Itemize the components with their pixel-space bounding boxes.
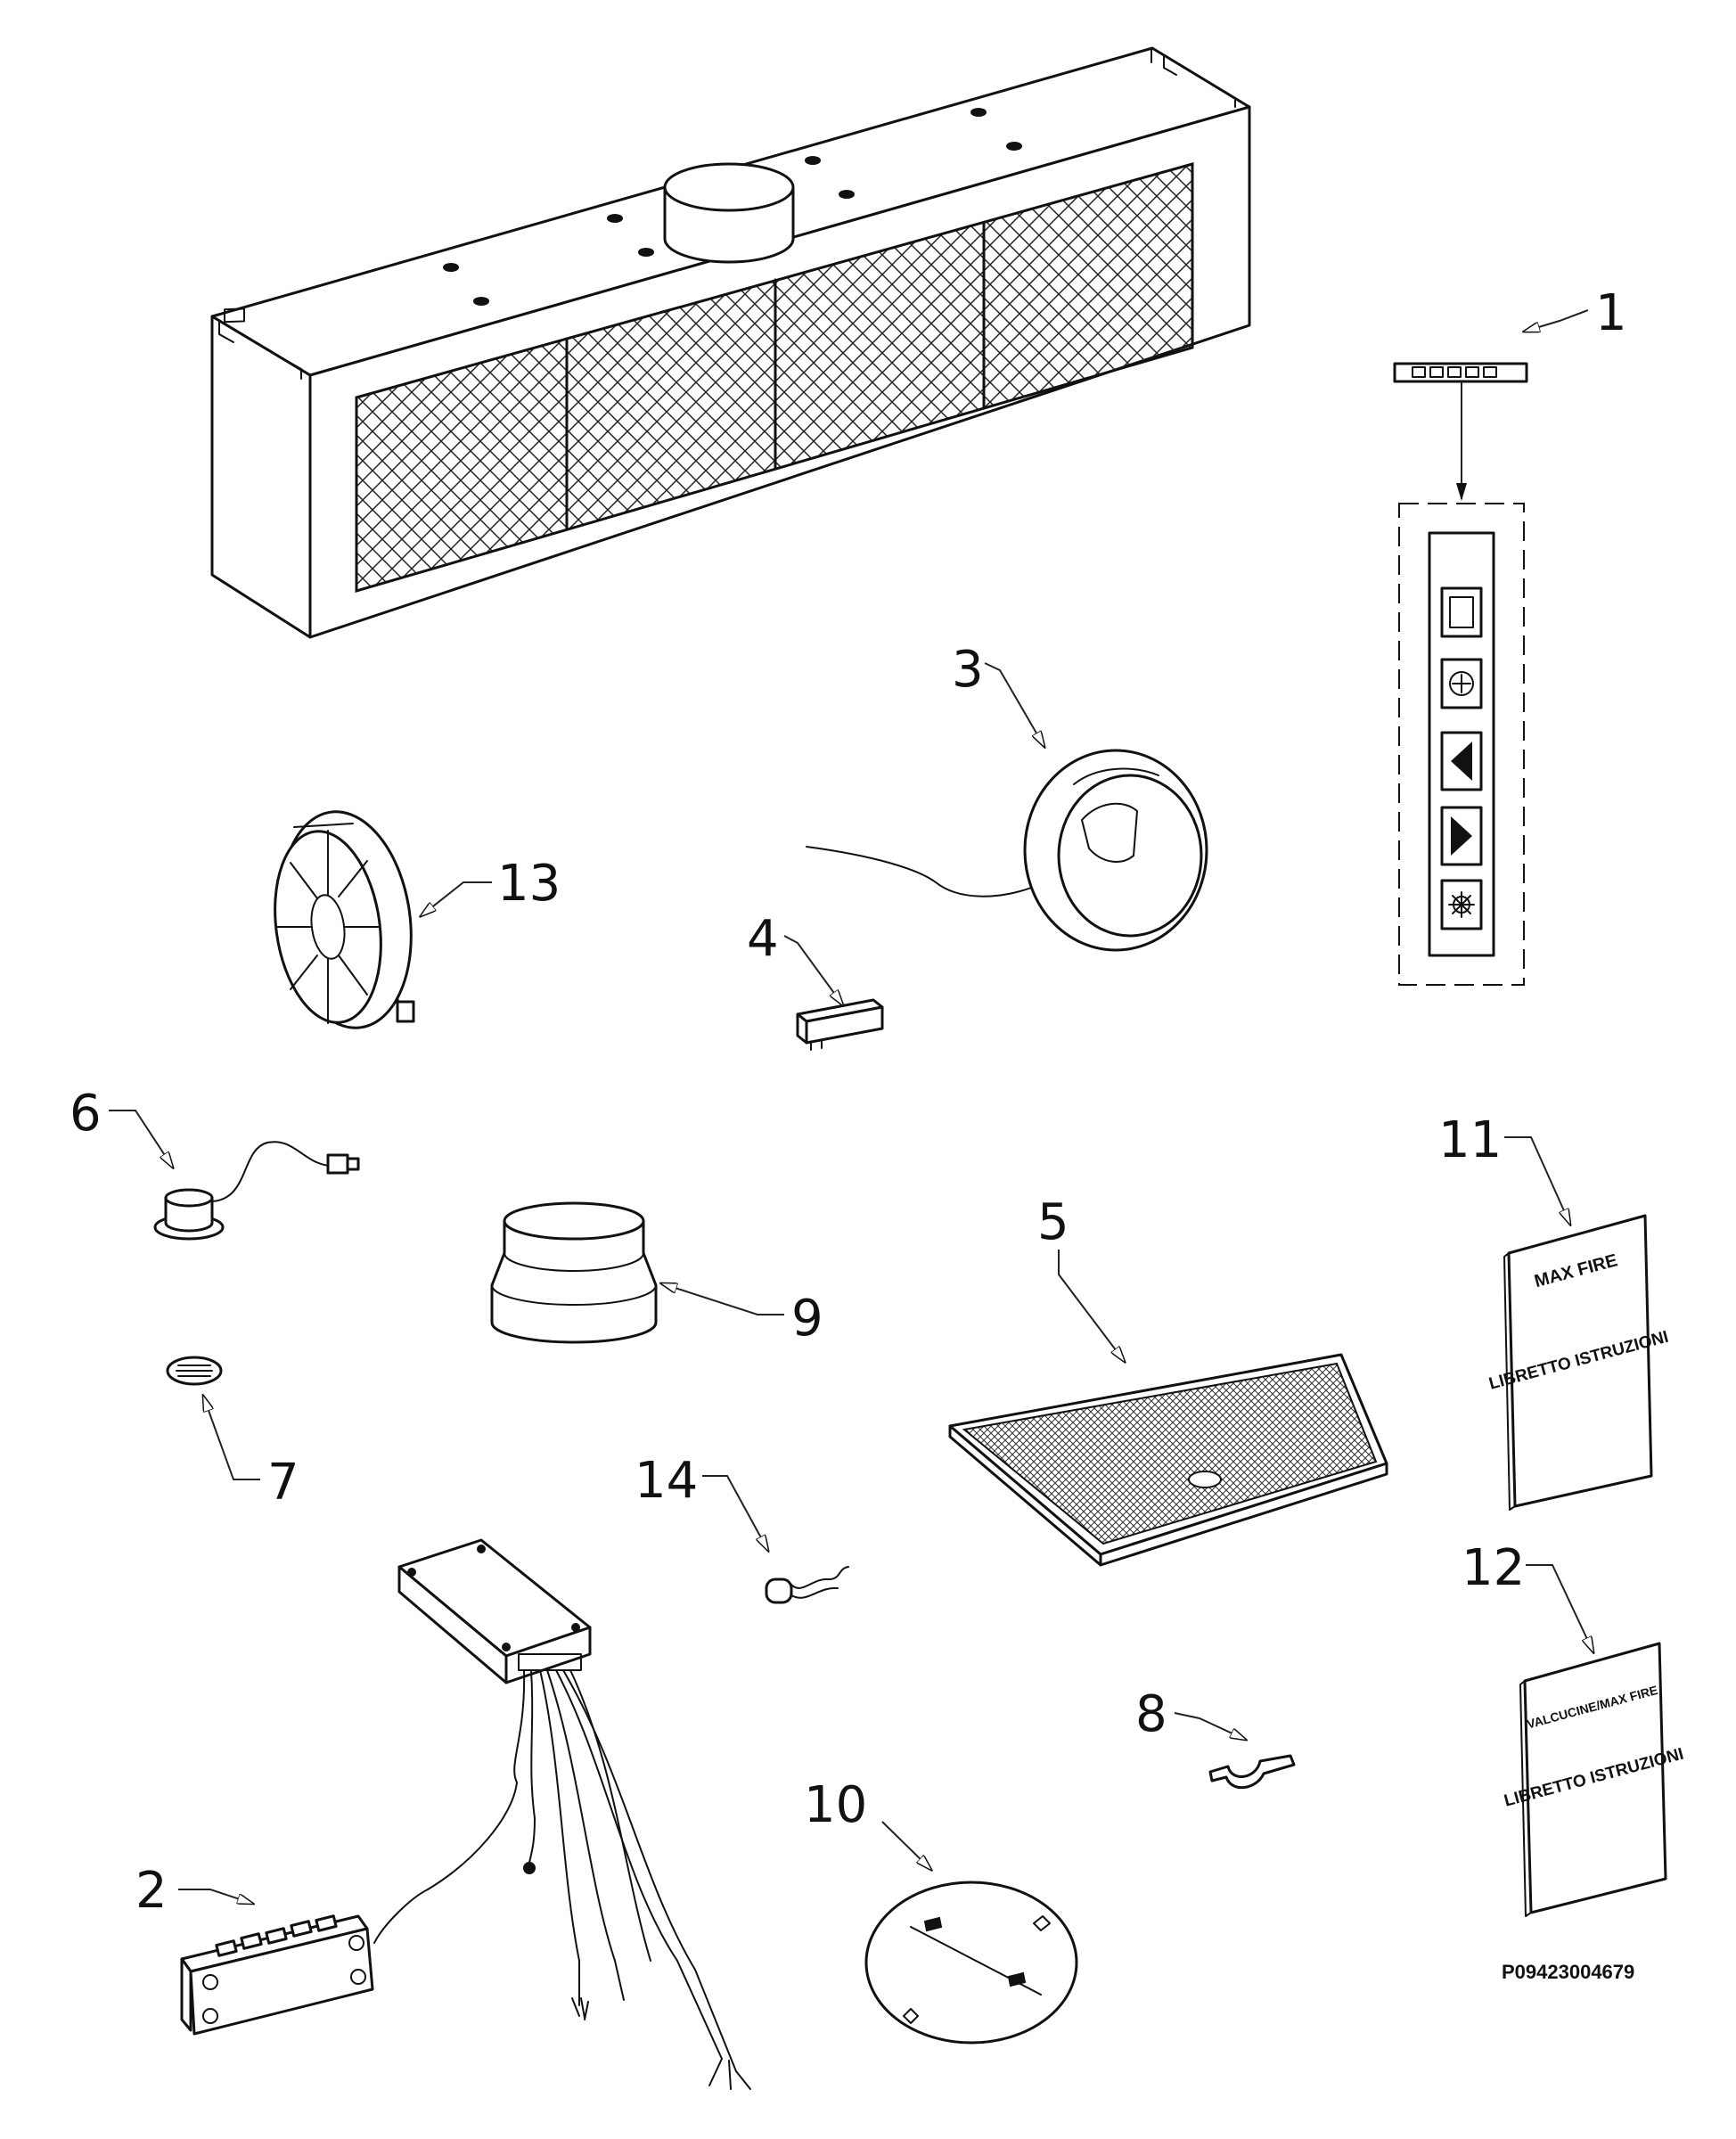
callout-3: 3 xyxy=(952,641,984,699)
callout-14: 14 xyxy=(635,1452,698,1510)
part-3-motor-ring: 3 xyxy=(806,641,1208,952)
part-10-round-plate: 10 xyxy=(804,1776,1078,2045)
callout-13: 13 xyxy=(497,855,561,913)
hood-body xyxy=(210,46,1251,639)
part-12-manual: VALCUCINE/MAX FIRE LIBRETTO ISTRUZIONI 1… xyxy=(1462,1539,1686,1917)
part-2-electronic-box: 2 xyxy=(135,1538,751,2090)
callout-6: 6 xyxy=(70,1085,102,1143)
top-duct-collar xyxy=(663,162,795,264)
part-7-grille: 7 xyxy=(166,1356,299,1512)
mounting-holes xyxy=(443,108,1022,306)
callout-7: 7 xyxy=(267,1454,299,1512)
callout-12: 12 xyxy=(1462,1539,1525,1597)
part-6-light: 6 xyxy=(70,1085,360,1241)
part-4-small-box: 4 xyxy=(747,910,884,1051)
callout-10: 10 xyxy=(804,1776,867,1834)
front-mesh-panels xyxy=(355,162,1194,593)
callout-11: 11 xyxy=(1438,1111,1502,1169)
callout-9: 9 xyxy=(791,1290,823,1348)
part-5-grease-filter: 5 xyxy=(948,1193,1388,1567)
part-11-manual: MAX FIRE LIBRETTO ISTRUZIONI 11 xyxy=(1438,1111,1671,1511)
callout-4: 4 xyxy=(747,910,779,968)
callout-2: 2 xyxy=(135,1862,168,1920)
drawing-code: P09423004679 xyxy=(1502,1961,1634,1983)
part-8-clip: 8 xyxy=(1135,1685,1296,1790)
callout-5: 5 xyxy=(1037,1193,1069,1251)
callout-1: 1 xyxy=(1595,284,1627,342)
part-13-carbon-filter: 13 xyxy=(274,810,561,1029)
part-14-sensor: 14 xyxy=(635,1452,849,1604)
part-9-reducer: 9 xyxy=(490,1201,823,1348)
callout-8: 8 xyxy=(1135,1685,1167,1743)
part-1-control-panel: 1 xyxy=(1393,284,1627,986)
